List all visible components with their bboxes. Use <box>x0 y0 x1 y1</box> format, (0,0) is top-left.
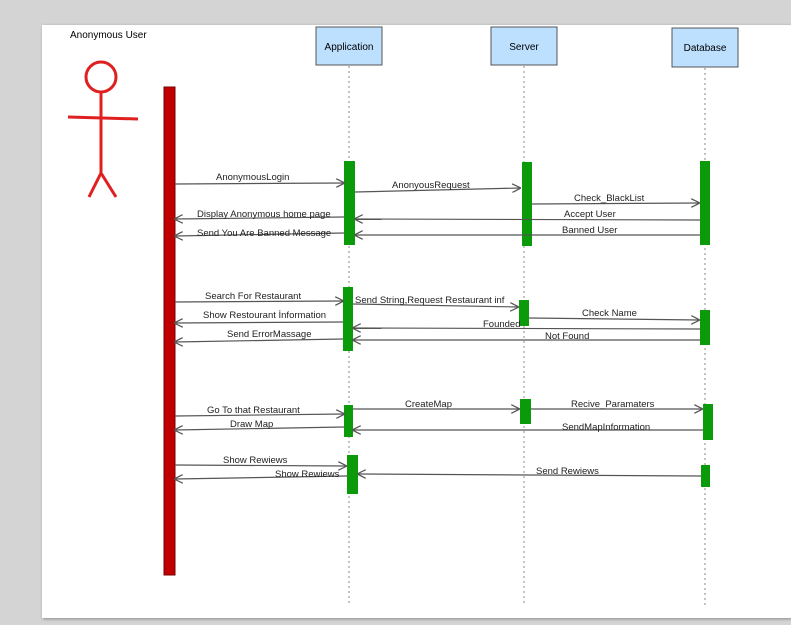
activation-application-1 <box>344 161 355 245</box>
message-label-19: SendMapInformation <box>562 422 650 433</box>
activation-application-2 <box>343 287 353 351</box>
message-label-14: Not Found <box>545 331 589 342</box>
message-label-10: Check Name <box>582 308 637 319</box>
activation-database-3 <box>703 404 713 440</box>
lifeline-server[interactable]: Server <box>490 26 558 605</box>
message-arrow-21 <box>175 476 348 479</box>
message-arrow-6 <box>175 233 345 236</box>
message-label-13: Send ErrorMassage <box>227 329 311 340</box>
message-label-7: Banned User <box>562 225 617 236</box>
activation-server-3 <box>520 399 531 424</box>
activation-bars <box>343 161 713 494</box>
actor-stick-figure-icon <box>67 60 139 198</box>
sequence-diagram: Anonymous User Application Server Data <box>67 26 739 605</box>
activation-application-4 <box>347 455 358 494</box>
message-label-6: Send You Are Banned Message <box>197 228 331 239</box>
message-arrow-18 <box>175 427 345 430</box>
message-label-11: Show Restourant İnformation <box>203 310 326 321</box>
message-label-12: Founded <box>483 319 521 330</box>
message-arrow-9 <box>352 304 518 307</box>
application-box <box>315 26 383 66</box>
message-arrow-10 <box>528 318 699 320</box>
lifeline-application[interactable]: Application <box>315 26 383 605</box>
message-label-15: Go To that Restaurant <box>207 405 300 416</box>
message-arrow-8 <box>174 301 343 302</box>
message-arrow-5 <box>355 219 701 220</box>
activation-database-1 <box>700 161 710 245</box>
server-label: Server <box>509 42 539 53</box>
message-arrow-2 <box>354 188 520 192</box>
message-label-8: Search For Restaurant <box>205 291 301 302</box>
message-label-18: Draw Map <box>230 419 273 430</box>
message-label-20: Show Rewiews <box>223 455 288 466</box>
message-label-2: AnonyousRequest <box>392 180 470 191</box>
lifeline-database[interactable]: Database <box>671 27 739 605</box>
diagram-canvas: Anonymous User Application Server Data <box>42 25 791 618</box>
message-label-1: AnonymousLogin <box>216 172 289 183</box>
activation-server-1 <box>522 162 532 246</box>
message-arrow-13 <box>175 339 344 342</box>
activation-database-2 <box>700 310 710 345</box>
message-label-16: CreateMap <box>405 399 452 410</box>
message-arrow-22 <box>358 474 702 476</box>
message-label-4: Display Anonymous home page <box>197 209 331 220</box>
actor[interactable]: Anonymous User <box>67 30 176 576</box>
message-arrow-15 <box>174 414 344 416</box>
message-arrow-11 <box>175 322 344 323</box>
message-label-5: Accept User <box>564 209 616 220</box>
message-label-17: Recive_Paramaters <box>571 399 655 410</box>
activation-database-4 <box>701 465 710 487</box>
actor-name: Anonymous User <box>70 30 147 41</box>
message-label-3: Check_BlackList <box>574 193 645 204</box>
database-box <box>671 27 739 68</box>
message-arrow-1 <box>174 183 344 184</box>
server-box <box>490 26 558 66</box>
message-labels: AnonymousLogin AnonyousRequest Check_Bla… <box>197 172 655 480</box>
message-arrow-12 <box>353 328 701 329</box>
message-arrow-3 <box>531 203 699 204</box>
application-label: Application <box>325 42 374 53</box>
activation-application-3 <box>344 405 353 437</box>
messages <box>175 183 703 479</box>
database-label: Database <box>684 43 727 54</box>
activation-server-2 <box>519 300 529 326</box>
message-arrow-20 <box>174 465 346 466</box>
message-label-9: Send String,Request Restaurant inf <box>355 295 505 306</box>
message-label-22: Send Rewiews <box>536 466 599 477</box>
message-arrow-4 <box>175 217 345 219</box>
actor-activation-bar <box>163 86 176 576</box>
message-label-21: Show Rewiews <box>275 469 340 480</box>
